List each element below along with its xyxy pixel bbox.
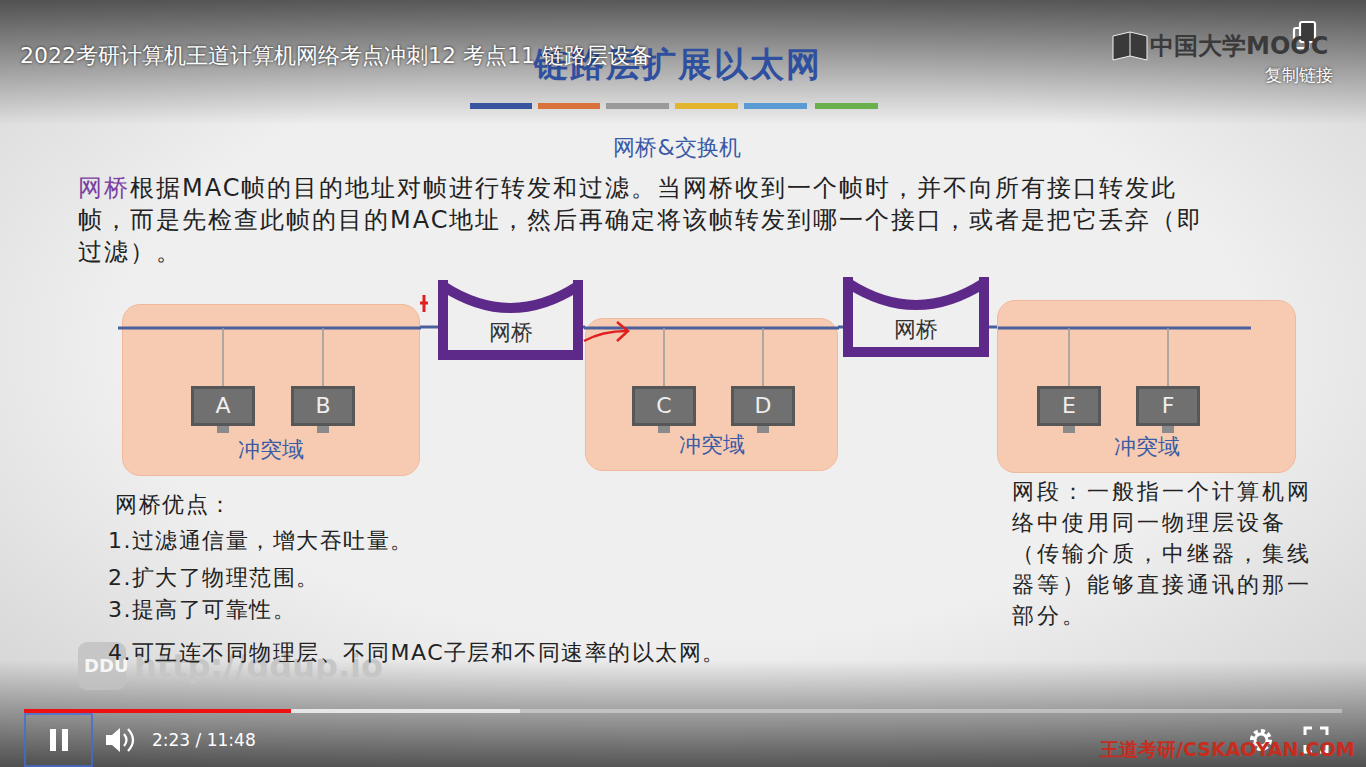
keyword: 网桥 xyxy=(78,174,130,202)
time-display: 2:23 / 11:48 xyxy=(152,730,256,750)
computer-monitor: B xyxy=(291,386,355,426)
color-bar xyxy=(606,103,669,109)
drop-wire xyxy=(222,328,224,386)
color-bar xyxy=(744,103,807,109)
computer-label: D xyxy=(734,394,792,418)
computer-monitor: C xyxy=(632,386,696,426)
computer-monitor: E xyxy=(1037,386,1101,426)
bus-segment xyxy=(989,326,997,329)
domain-label: 冲突域 xyxy=(998,432,1295,462)
computer-monitor: A xyxy=(191,386,255,426)
list-item: 2.扩大了物理范围。 xyxy=(108,563,320,593)
collision-domain: E F 冲突域 xyxy=(997,300,1296,473)
drop-wire xyxy=(1167,328,1169,386)
drop-wire xyxy=(762,328,764,386)
red-tick xyxy=(420,295,428,312)
computer-label: B xyxy=(294,394,352,418)
drop-wire xyxy=(1068,328,1070,386)
volume-icon xyxy=(106,728,120,752)
copy-link: 复制链接 xyxy=(1265,64,1333,87)
bus-line xyxy=(118,327,421,330)
computer-label: E xyxy=(1040,394,1098,418)
paragraph: 网桥根据MAC帧的目的地址对帧进行转发和过滤。当网桥收到一个帧时，并不向所有接口… xyxy=(78,172,1218,268)
drop-wire xyxy=(322,328,324,386)
bridge-label: 网桥 xyxy=(438,318,583,348)
bridge-box: 网桥 xyxy=(438,280,583,360)
site-watermark: 王道考研/CSKAOYAN.COM xyxy=(1100,737,1355,763)
list-item: 3.提高了可靠性。 xyxy=(108,595,297,625)
pause-bar xyxy=(50,729,56,751)
paragraph-text: 根据MAC帧的目的地址对帧进行转发和过滤。当网桥收到一个帧时，并不向所有接口转发… xyxy=(78,174,1203,266)
collision-domain: C D 冲突域 xyxy=(585,318,838,471)
computer-label: A xyxy=(194,394,252,418)
list-item: 4.可互连不同物理层、不同MAC子层和不同速率的以太网。 xyxy=(108,638,726,668)
list-item: 1.过滤通信量，增大吞吐量。 xyxy=(108,526,414,556)
bus-segment xyxy=(420,326,438,329)
list-heading: 网桥优点： xyxy=(115,490,233,520)
definition-note: 网段：一般指一个计算机网络中使用同一物理层设备（传输介质，中继器，集线器等）能够… xyxy=(1012,476,1322,631)
bus-line xyxy=(584,327,839,330)
video-title: 2022考研计算机王道计算机网络考点冲刺12 考点11 链路层设备 xyxy=(20,41,652,71)
logo-text: 中国大学MOOC xyxy=(1150,30,1328,62)
computer-label: C xyxy=(635,394,693,418)
bus-line xyxy=(998,327,1251,330)
progress-played xyxy=(24,709,291,713)
drop-wire xyxy=(663,328,665,386)
progress-buffer xyxy=(24,709,520,713)
color-bar xyxy=(470,103,532,109)
computer-label: F xyxy=(1139,394,1197,418)
focus-ring xyxy=(25,714,92,766)
pause-bar xyxy=(62,729,68,751)
computer-monitor: D xyxy=(731,386,795,426)
bridge-box: 网桥 xyxy=(843,277,989,357)
domain-label: 冲突域 xyxy=(123,435,419,465)
computer-monitor: F xyxy=(1136,386,1200,426)
color-bars xyxy=(470,103,878,109)
bridge-label: 网桥 xyxy=(843,315,989,345)
logo-icon xyxy=(1113,32,1147,60)
progress-track xyxy=(24,709,1342,713)
domain-label: 冲突域 xyxy=(586,430,837,460)
color-bar xyxy=(815,103,878,109)
subheading: 网桥&交换机 xyxy=(577,133,777,163)
color-bar xyxy=(538,103,600,109)
volume-waves xyxy=(124,729,133,751)
collision-domain: A B 冲突域 xyxy=(122,304,420,476)
color-bar xyxy=(675,103,738,109)
